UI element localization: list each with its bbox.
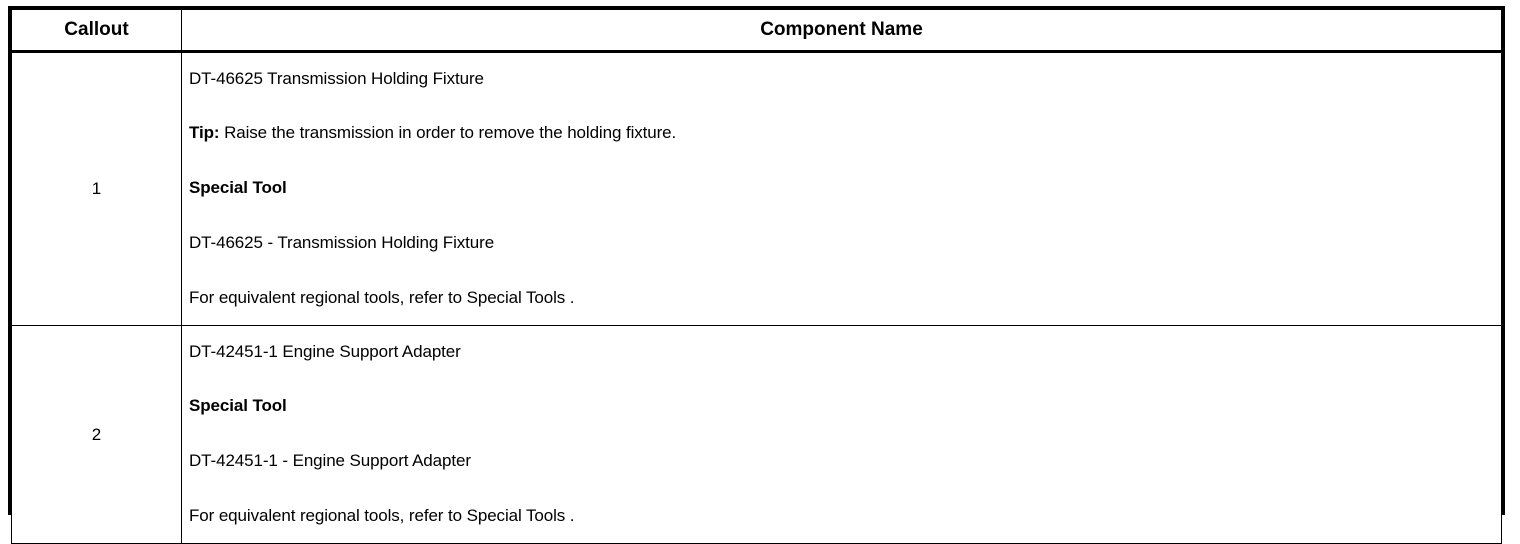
- table-header-row: Callout Component Name: [11, 9, 1502, 53]
- component-paragraph: DT-46625 - Transmission Holding Fixture: [189, 233, 495, 252]
- component-paragraph: For equivalent regional tools, refer to …: [189, 506, 575, 525]
- paragraph-text: Raise the transmission in order to remov…: [224, 123, 677, 142]
- column-header-callout: Callout: [11, 9, 182, 53]
- callout-number: 2: [11, 325, 182, 544]
- table-header: Callout Component Name: [11, 9, 1502, 53]
- callout-number: 1: [11, 51, 182, 326]
- component-paragraph: Special Tool: [189, 178, 287, 197]
- component-paragraph: DT-42451-1 - Engine Support Adapter: [189, 451, 471, 470]
- component-paragraph: Tip: Raise the transmission in order to …: [189, 105, 1493, 160]
- component-paragraph: Special Tool: [189, 396, 287, 415]
- component-paragraph: DT-46625 Transmission Holding Fixture: [189, 69, 484, 88]
- column-header-component-name: Component Name: [181, 9, 1502, 53]
- component-paragraph: DT-42451-1 Engine Support Adapter: [189, 342, 461, 361]
- paragraph-bold-lead: Tip:: [189, 123, 220, 142]
- component-paragraph: For equivalent regional tools, refer to …: [189, 288, 575, 307]
